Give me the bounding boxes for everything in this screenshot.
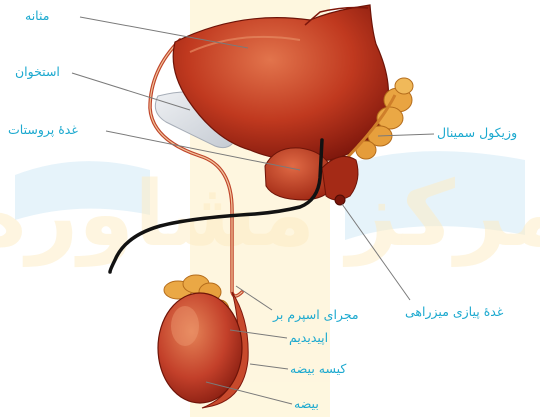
label-testis: بیضه xyxy=(294,398,319,411)
bulbourethral-gland xyxy=(335,195,345,205)
label-vas-deferens: مجرای اسپرم بر xyxy=(273,309,359,322)
leader-line-bone xyxy=(72,73,190,110)
label-scrotum: کیسه بیضه xyxy=(290,363,346,376)
label-prostate: غدهٔ پروستات xyxy=(8,124,78,137)
label-epididymis: اپیدیدیم xyxy=(289,332,328,345)
label-bladder: مثانه xyxy=(25,10,49,23)
label-bulbourethral: غدهٔ پیازی میزراهی xyxy=(405,306,503,319)
testis xyxy=(158,293,242,403)
label-bone: استخوان xyxy=(15,66,60,79)
label-seminal-vesicle: وزیکول سمینال xyxy=(437,127,517,140)
